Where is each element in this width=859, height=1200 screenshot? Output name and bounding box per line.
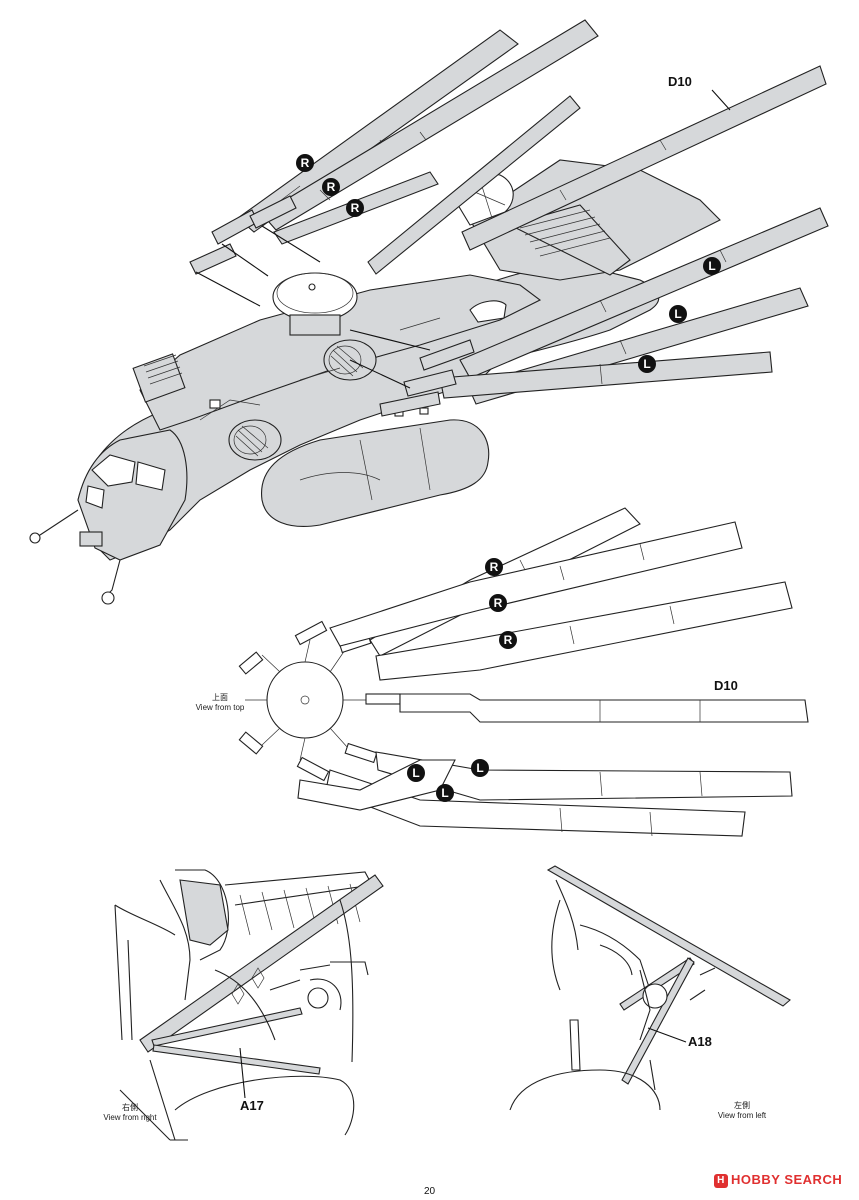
svg-text:L: L [412,766,419,780]
rotor-blade-d10 [461,65,827,251]
top-view-rotor-illustration [238,507,809,837]
badge-left: L [638,355,656,373]
badge-left: L [471,759,489,777]
view-label-en: View from left [718,1111,767,1120]
rotor-blade-right-2 [261,19,599,231]
part-label-a17: A17 [240,1098,264,1113]
right-side-view-illustration [114,869,384,1141]
badge-left: L [436,784,454,802]
svg-text:R: R [301,156,310,170]
badge-right: R [296,154,314,172]
svg-text:R: R [351,201,360,215]
view-label-en: View from right [103,1113,157,1122]
blade-grip-right [189,195,297,275]
svg-text:R: R [490,560,499,574]
assembly-arrow [349,359,411,389]
assembly-arrow [239,1047,246,1099]
badge-right: R [485,558,503,576]
page-number: 20 [423,1186,436,1197]
view-label-en: View from top [196,703,245,712]
rotor-hub [272,272,358,336]
left-side-view-illustration [509,865,791,1111]
assembly-arrow [647,1027,687,1043]
watermark-text: HOBBY SEARCH [731,1172,843,1187]
svg-text:L: L [441,786,448,800]
assembly-arrow [711,89,731,111]
part-label-a18: A18 [688,1034,712,1049]
badge-left: L [407,764,425,782]
assembly-arrow [261,225,321,263]
rotor-blade-right-2 [329,521,743,647]
badge-right: R [346,199,364,217]
helicopter-assembly-illustration [29,19,829,605]
rotor-blade-d10 [399,693,809,723]
rotor-blade-left-3 [439,351,773,399]
badge-right: R [489,594,507,612]
badge-left: L [669,305,687,323]
badge-right: R [322,178,340,196]
assembly-arrow [349,329,431,351]
part-label-d10: D10 [668,74,692,89]
hobby-search-logo-icon: H [714,1174,728,1188]
assembly-arrow [221,243,269,277]
blade-grip-left [379,339,475,417]
svg-text:L: L [643,357,650,371]
rotor-blade-left-1 [459,207,829,379]
view-label-jp: 右側 [122,1102,138,1112]
badge-right: R [499,631,517,649]
rotor-blade-right-3 [375,581,793,681]
view-label-jp: 上面 [212,693,228,702]
svg-text:L: L [674,307,681,321]
svg-text:R: R [327,180,336,194]
svg-text:L: L [476,761,483,775]
rotor-blade-spare [367,95,581,275]
part-label-d10: D10 [714,678,738,693]
svg-text:L: L [708,259,715,273]
badge-left: L [703,257,721,275]
engine-intake [228,419,282,461]
view-label-jp: 左側 [734,1100,750,1110]
assembly-arrow [195,271,261,307]
svg-text:R: R [504,633,513,647]
svg-text:R: R [494,596,503,610]
